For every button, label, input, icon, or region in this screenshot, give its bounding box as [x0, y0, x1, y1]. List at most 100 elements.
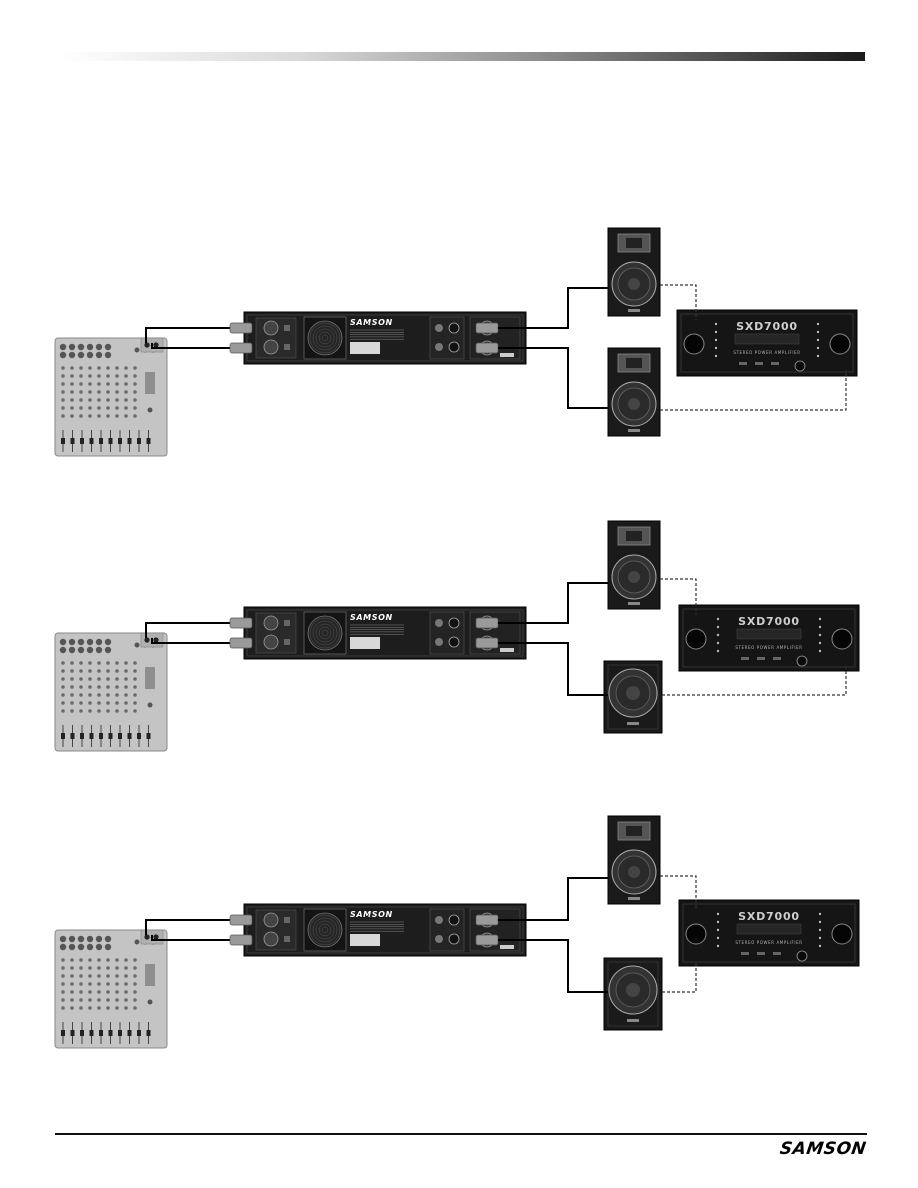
subwoofer-icon	[603, 957, 663, 1031]
mixer-fader-cap	[61, 1030, 65, 1036]
mixer-knob	[106, 974, 110, 978]
mixer-knob	[70, 685, 74, 689]
dashed-link	[660, 875, 697, 908]
mixer-knob	[124, 1006, 128, 1010]
mixer-knob	[124, 414, 128, 418]
speaker-cable	[498, 642, 608, 696]
mixer-knob	[79, 685, 83, 689]
mixer-knob	[133, 685, 137, 689]
speaker-cable	[498, 287, 608, 329]
speaker-badge	[627, 722, 639, 725]
mixer-knob	[88, 701, 92, 705]
serial-label	[350, 637, 380, 649]
mixer-knob	[95, 935, 103, 943]
mixer-knob	[106, 958, 110, 962]
mixer-knob	[106, 990, 110, 994]
mixer-knob	[68, 935, 76, 943]
mixer-knob	[97, 677, 101, 681]
mixer-knob	[133, 982, 137, 986]
fan-ring	[315, 328, 335, 348]
mixer-knob	[124, 685, 128, 689]
mixer-knob	[79, 366, 83, 370]
input-cable	[151, 935, 236, 941]
mixer-knob	[97, 966, 101, 970]
mixer-knob	[70, 693, 74, 697]
mixer-knob	[86, 943, 94, 951]
mixer-icon	[54, 337, 168, 457]
subwoofer-frame	[607, 961, 659, 1027]
mixer-knob	[133, 677, 137, 681]
speakon-plug-icon	[475, 914, 499, 926]
mixer-knob	[61, 958, 65, 962]
mixer-knob	[124, 382, 128, 386]
mixer-knob	[97, 958, 101, 962]
mixer-meter	[145, 667, 155, 689]
mixer-knob	[79, 414, 83, 418]
binding-post-icon	[448, 636, 460, 648]
mixer-knob	[133, 398, 137, 402]
xlr-connector-icon	[263, 634, 279, 650]
mixer-knob	[79, 998, 83, 1002]
dashed-link	[660, 578, 697, 615]
tweeter-throat	[626, 531, 642, 541]
mixer-knob	[133, 669, 137, 673]
mixer-knob	[124, 366, 128, 370]
mixer-knob	[133, 693, 137, 697]
mixer-knob	[106, 406, 110, 410]
mixer-knob	[115, 990, 119, 994]
mixer-knob	[106, 390, 110, 394]
dashed-link	[660, 370, 847, 411]
led-icon	[818, 641, 822, 645]
front-amp-subtitle: STEREO POWER AMPLIFIER	[733, 350, 800, 355]
mixer-knob	[88, 669, 92, 673]
mixer-fader-cap	[80, 733, 84, 739]
led-icon	[716, 649, 720, 653]
mixer-knob	[70, 661, 74, 665]
mixer-fader-cap	[118, 1030, 122, 1036]
mixer-fader-cap	[80, 1030, 84, 1036]
mixer-knob	[133, 998, 137, 1002]
output-panel	[429, 908, 465, 952]
mixer-knob	[104, 343, 112, 351]
front-amp-switch	[773, 952, 781, 955]
mixer-knob	[106, 669, 110, 673]
xlr-connector-icon	[153, 934, 159, 940]
led-icon	[716, 912, 720, 916]
mixer-knob	[104, 935, 112, 943]
front-amp-subtitle: STEREO POWER AMPLIFIER	[735, 645, 802, 650]
front-amp-subtitle: STEREO POWER AMPLIFIER	[735, 940, 802, 945]
mixer-knob	[115, 406, 119, 410]
mixer-knob	[106, 998, 110, 1002]
front-amp-model: SXD7000	[736, 320, 798, 333]
front-amp-switch	[771, 362, 779, 365]
led-icon	[716, 936, 720, 940]
mixer-knob	[95, 351, 103, 359]
mixer-knob	[97, 1006, 101, 1010]
mixer-knob	[86, 351, 94, 359]
mixer-knob	[79, 677, 83, 681]
xlr-connector-icon	[263, 320, 279, 336]
mixer-knob	[106, 382, 110, 386]
serial-label	[350, 934, 380, 946]
mixer-meter	[145, 964, 155, 986]
mixer-knob	[97, 414, 101, 418]
mixer-knob	[70, 414, 74, 418]
mixer-knob	[106, 693, 110, 697]
mixer-knob	[88, 374, 92, 378]
mixer-knob	[104, 638, 112, 646]
mixer-knob	[88, 1006, 92, 1010]
led-icon	[818, 617, 822, 621]
mixer-fader-cap	[146, 733, 151, 739]
mixer-body	[54, 632, 168, 752]
mixer-knob	[88, 390, 92, 394]
led-icon	[818, 928, 822, 932]
gain-knob-icon	[831, 923, 853, 945]
mixer-knob	[88, 709, 92, 713]
mixer-knob	[106, 1006, 110, 1010]
rear-amp-frame	[246, 314, 524, 362]
mixer-fader-cap	[127, 438, 132, 444]
mixer-knob	[124, 406, 128, 410]
